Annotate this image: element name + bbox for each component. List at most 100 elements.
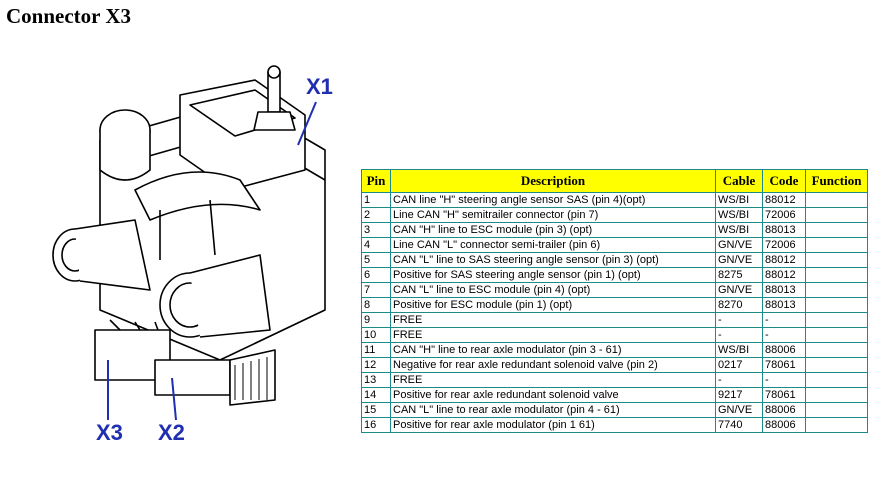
cell-code: 72006 — [762, 207, 806, 223]
cell-pin: 12 — [361, 357, 391, 373]
cell-cable: 7740 — [715, 417, 763, 433]
cell-description: FREE — [390, 327, 716, 343]
cell-code: 88013 — [762, 222, 806, 238]
cell-pin: 2 — [361, 207, 391, 223]
cell-pin: 16 — [361, 417, 391, 433]
cell-pin: 11 — [361, 342, 391, 358]
cell-description: CAN line "H" steering angle sensor SAS (… — [390, 192, 716, 208]
cell-code: 88006 — [762, 417, 806, 433]
cell-description: CAN "L" line to ESC module (pin 4) (opt) — [390, 282, 716, 298]
cell-code: 88013 — [762, 282, 806, 298]
cell-pin: 1 — [361, 192, 391, 208]
cell-description: CAN "L" line to SAS steering angle senso… — [390, 252, 716, 268]
cell-function — [805, 267, 868, 283]
callout-x3: X3 — [96, 420, 123, 445]
cell-cable: GN/VE — [715, 402, 763, 418]
cell-code: - — [762, 312, 806, 328]
cell-description: CAN "H" line to ESC module (pin 3) (opt) — [390, 222, 716, 238]
cell-pin: 13 — [361, 372, 391, 388]
cell-code: 88012 — [762, 192, 806, 208]
cell-pin: 5 — [361, 252, 391, 268]
cell-cable: - — [715, 327, 763, 343]
cell-function — [805, 327, 868, 343]
cell-code: 88006 — [762, 342, 806, 358]
cell-pin: 8 — [361, 297, 391, 313]
cell-function — [805, 222, 868, 238]
cell-function — [805, 342, 868, 358]
cell-code: 78061 — [762, 357, 806, 373]
cell-cable: 8275 — [715, 267, 763, 283]
cell-cable: WS/BI — [715, 222, 763, 238]
cell-description: FREE — [390, 372, 716, 388]
cell-pin: 7 — [361, 282, 391, 298]
cell-code: - — [762, 327, 806, 343]
cell-function — [805, 252, 868, 268]
cell-cable: WS/BI — [715, 207, 763, 223]
cell-cable: - — [715, 312, 763, 328]
cell-pin: 6 — [361, 267, 391, 283]
cell-code: 88012 — [762, 252, 806, 268]
cell-function — [805, 372, 868, 388]
cell-cable: GN/VE — [715, 252, 763, 268]
header-cable: Cable — [715, 169, 763, 193]
callout-x2: X2 — [158, 420, 185, 445]
cell-function — [805, 387, 868, 403]
cell-cable: 8270 — [715, 297, 763, 313]
cell-description: Line CAN "H" semitrailer connector (pin … — [390, 207, 716, 223]
cell-description: Line CAN "L" connector semi-trailer (pin… — [390, 237, 716, 253]
cell-code: 88013 — [762, 297, 806, 313]
cell-function — [805, 207, 868, 223]
cell-code: 72006 — [762, 237, 806, 253]
cell-pin: 4 — [361, 237, 391, 253]
cell-cable: WS/BI — [715, 192, 763, 208]
page-title: Connector X3 — [6, 4, 132, 28]
cell-cable: 0217 — [715, 357, 763, 373]
cell-description: CAN "L" line to rear axle modulator (pin… — [390, 402, 716, 418]
cell-function — [805, 402, 868, 418]
cell-cable: GN/VE — [715, 282, 763, 298]
header-description: Description — [390, 169, 716, 193]
cell-function — [805, 297, 868, 313]
cell-description: FREE — [390, 312, 716, 328]
cell-code: 88006 — [762, 402, 806, 418]
cell-pin: 10 — [361, 327, 391, 343]
cell-code: - — [762, 372, 806, 388]
cell-description: Positive for SAS steering angle sensor (… — [390, 267, 716, 283]
cell-description: Positive for ESC module (pin 1) (opt) — [390, 297, 716, 313]
cell-function — [805, 357, 868, 373]
cell-code: 78061 — [762, 387, 806, 403]
cell-function — [805, 312, 868, 328]
cell-function — [805, 192, 868, 208]
cell-description: Positive for rear axle redundant solenoi… — [390, 387, 716, 403]
cell-function — [805, 237, 868, 253]
cell-description: Positive for rear axle modulator (pin 1 … — [390, 417, 716, 433]
brake-module-diagram — [52, 65, 326, 421]
cell-cable: GN/VE — [715, 237, 763, 253]
callout-x1: X1 — [306, 74, 333, 99]
header-code: Code — [762, 169, 806, 193]
cell-cable: 9217 — [715, 387, 763, 403]
cell-pin: 9 — [361, 312, 391, 328]
cell-cable: WS/BI — [715, 342, 763, 358]
header-function: Function — [805, 169, 868, 193]
cell-pin: 3 — [361, 222, 391, 238]
cell-function — [805, 282, 868, 298]
header-pin: Pin — [361, 169, 391, 193]
